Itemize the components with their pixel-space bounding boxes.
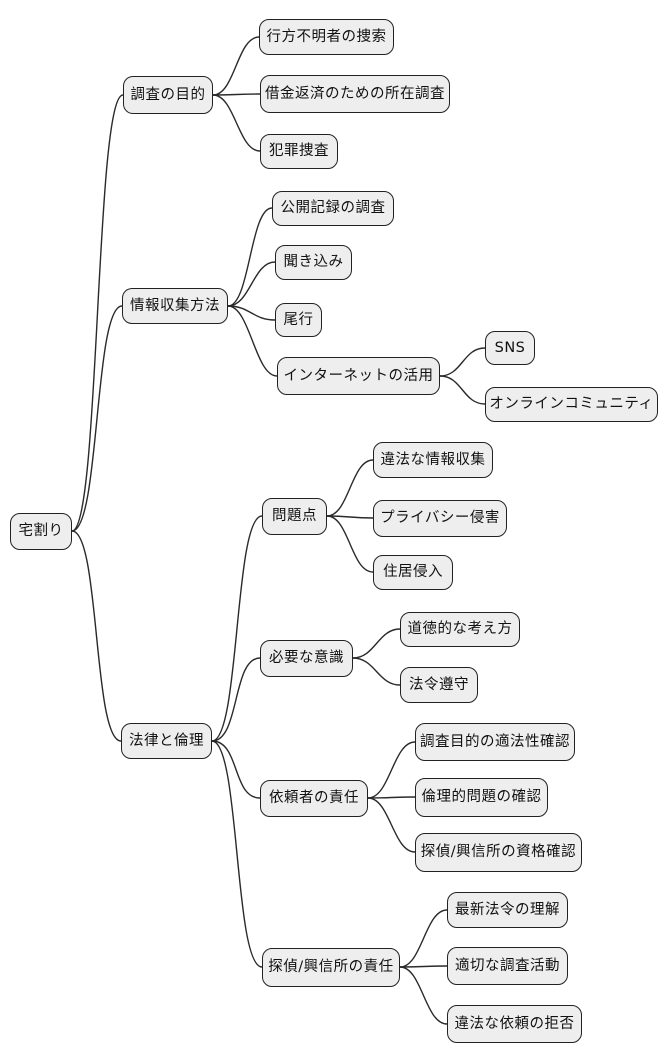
node-ethical-issue-check: 倫理的問題の確認	[415, 778, 548, 817]
edge-issues-to-trespassing	[326, 515, 374, 573]
node-latest-law-understanding: 最新法令の理解	[447, 892, 568, 928]
edge-root-to-info-gathering-methods	[71, 305, 123, 532]
node-investigation-purpose: 調査の目的	[123, 76, 213, 114]
edge-client-to-agency-qualification-check	[367, 797, 416, 853]
node-client-responsibility: 依頼者の責任	[260, 780, 368, 817]
node-legal-compliance: 法令遵守	[400, 667, 478, 703]
node-public-records-research: 公開記録の調査	[272, 191, 394, 226]
edge-internet-to-online-community	[439, 375, 486, 405]
node-info-gathering-methods: 情報収集方法	[122, 288, 228, 324]
node-sns: SNS	[485, 331, 535, 365]
edge-info-to-public-records-research	[227, 207, 273, 307]
node-moral-thinking: 道徳的な考え方	[400, 612, 520, 647]
edge-info-to-interviews	[227, 261, 276, 307]
edge-purpose-to-criminal-investigation	[212, 94, 261, 152]
edge-internet-to-sns	[439, 347, 486, 377]
edge-purpose-to-debt-location-survey	[212, 93, 261, 96]
edge-root-to-investigation-purpose	[71, 94, 124, 532]
edge-info-to-tailing	[227, 305, 276, 321]
edge-client-to-purpose-legality-check	[367, 741, 416, 799]
edge-law-to-client-responsibility	[211, 740, 261, 799]
edge-awareness-to-legal-compliance	[352, 657, 401, 686]
node-debt-location-survey: 借金返済のための所在調査	[260, 75, 450, 113]
node-purpose-legality-check: 調査目的の適法性確認	[415, 723, 575, 761]
node-illegal-info-gathering: 違法な情報収集	[373, 442, 493, 478]
node-online-community: オンラインコミュニティ	[485, 387, 658, 422]
node-missing-person-search: 行方不明者の捜索	[259, 19, 394, 55]
edge-agency-to-refuse-illegal-requests	[399, 966, 448, 1025]
edge-client-to-ethical-issue-check	[367, 796, 416, 799]
node-criminal-investigation: 犯罪捜査	[260, 134, 338, 169]
edge-law-to-issues	[211, 515, 263, 742]
node-tailing: 尾行	[275, 303, 322, 337]
edge-purpose-to-missing-person-search	[212, 36, 260, 96]
node-appropriate-investigation: 適切な調査活動	[447, 947, 568, 985]
edge-issues-to-illegal-info-gathering	[326, 459, 374, 517]
node-agency-responsibility: 探偵/興信所の責任	[262, 948, 400, 987]
node-internet-use: インターネットの活用	[277, 357, 440, 395]
node-trespassing: 住居侵入	[373, 555, 453, 590]
node-privacy-violation: プライバシー侵害	[373, 500, 507, 537]
edge-awareness-to-moral-thinking	[352, 628, 401, 659]
node-refuse-illegal-requests: 違法な依頼の拒否	[447, 1005, 582, 1043]
node-law-and-ethics: 法律と倫理	[121, 723, 212, 759]
edge-issues-to-privacy-violation	[326, 515, 374, 519]
node-required-awareness: 必要な意識	[260, 640, 353, 677]
edge-agency-to-latest-law-understanding	[399, 909, 448, 968]
node-issues: 問題点	[262, 498, 327, 535]
node-root: 宅割り	[10, 513, 72, 550]
edge-info-to-internet-use	[227, 305, 278, 377]
edge-law-to-required-awareness	[211, 657, 261, 742]
edge-agency-to-appropriate-investigation	[399, 965, 448, 968]
node-interviews: 聞き込み	[275, 245, 352, 280]
edge-root-to-law-and-ethics	[71, 530, 122, 742]
edge-law-to-agency-responsibility	[211, 740, 263, 968]
node-agency-qualification-check: 探偵/興信所の資格確認	[415, 833, 582, 872]
